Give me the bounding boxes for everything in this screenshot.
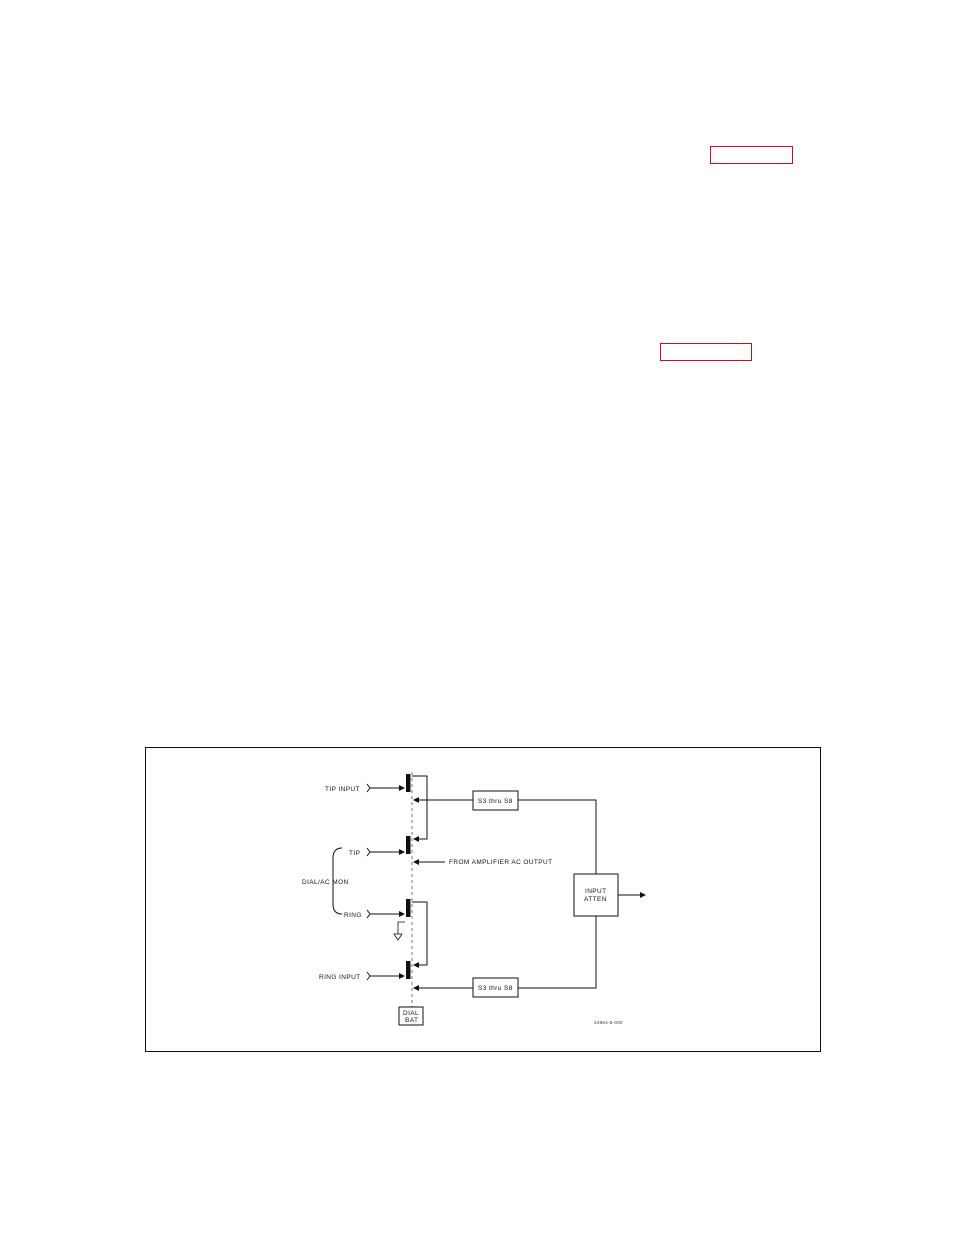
- tip-connector: [366, 847, 371, 857]
- ring-input-connector: [366, 971, 371, 981]
- dial-ac-mon-label: DIAL/AC MON: [302, 879, 349, 886]
- tip-input-label: TIP INPUT: [325, 786, 360, 793]
- input-atten-label-line2: ATTEN: [584, 896, 607, 903]
- ring-jumper-wire: [412, 901, 428, 968]
- dial-bat-label-line2: BAT: [405, 1017, 418, 1024]
- atten-top-wire: [518, 799, 597, 874]
- dial-ac-mon-bracket: [332, 847, 343, 915]
- tip-input-connector: [366, 783, 371, 793]
- input-atten-box: [573, 873, 619, 917]
- ring-input-label: RING INPUT: [319, 974, 361, 981]
- input-atten-label-line1: INPUT: [585, 888, 607, 895]
- dial-bat-box: [398, 1006, 424, 1026]
- ground-wire: [397, 921, 405, 934]
- ring-label: RING: [344, 912, 362, 919]
- figure-frame: [145, 747, 821, 1052]
- reference-link-box[interactable]: [710, 146, 793, 164]
- jack-tip: [406, 836, 411, 854]
- jack-tip-input: [406, 774, 411, 792]
- switch-bottom-label: S3 thru S8: [478, 985, 513, 992]
- jack-ring: [406, 899, 411, 917]
- tip-jumper-wire: [412, 775, 428, 842]
- dial-bat-label-line1: DIAL: [403, 1010, 419, 1017]
- reference-link-box[interactable]: [660, 343, 752, 361]
- ground-icon: [393, 933, 403, 941]
- figure-code-label: 24664-6-000: [594, 1020, 623, 1025]
- jack-ring-input: [406, 961, 411, 979]
- ring-connector: [366, 909, 371, 919]
- tip-label: TIP: [349, 850, 360, 857]
- switch-top-label: S3 thru S8: [478, 798, 513, 805]
- atten-bottom-wire: [518, 916, 597, 989]
- from-amplifier-label: FROM AMPLIFIER AC OUTPUT: [449, 859, 553, 866]
